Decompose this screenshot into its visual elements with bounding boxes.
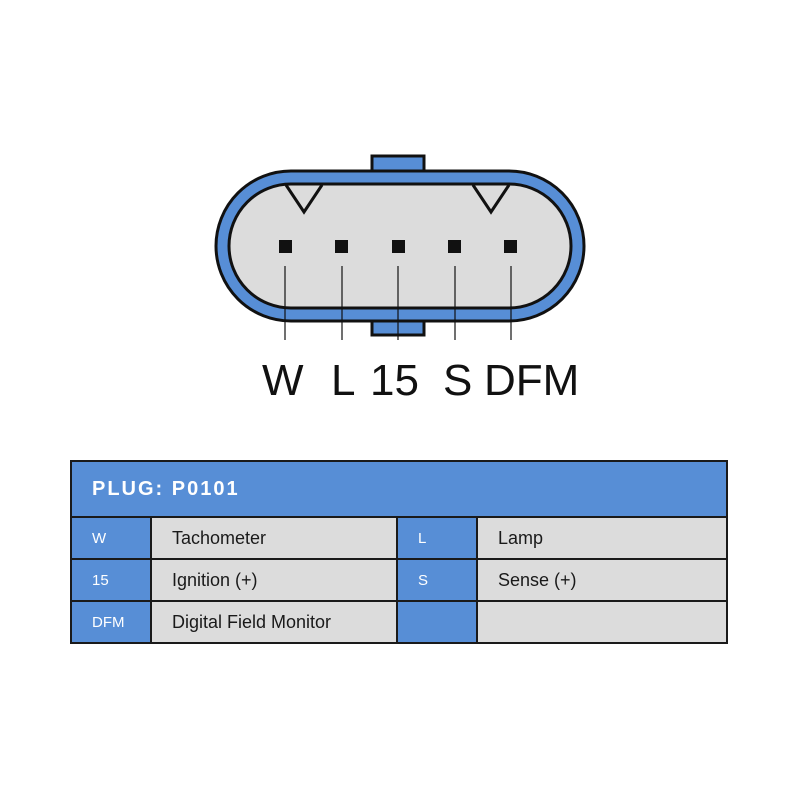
pin-dfm [504, 240, 517, 253]
connector-diagram [214, 154, 586, 340]
pin-description: Ignition (+) [152, 560, 398, 600]
pin-description: Tachometer [152, 518, 398, 558]
table-row: 15 Ignition (+) S Sense (+) [72, 560, 726, 602]
pin-code: S [398, 560, 478, 600]
pin-l [335, 240, 348, 253]
pin-label-s: S [443, 356, 473, 405]
pin-code: 15 [72, 560, 152, 600]
pin-code: L [398, 518, 478, 558]
pin-label-15: 15 [370, 356, 419, 405]
pin-s [448, 240, 461, 253]
plug-title: PLUG: P0101 [72, 462, 726, 518]
pin-description-empty [478, 602, 726, 642]
pin-15 [392, 240, 405, 253]
pin-code-empty [398, 602, 478, 642]
pin-description: Digital Field Monitor [152, 602, 398, 642]
table-row: DFM Digital Field Monitor [72, 602, 726, 642]
pin-code: W [72, 518, 152, 558]
pin-w [279, 240, 292, 253]
pin-label-w: W [262, 356, 304, 405]
pin-label-l: L [331, 356, 356, 405]
pinout-table: PLUG: P0101 W Tachometer L Lamp 15 Ignit… [70, 460, 728, 644]
pin-code: DFM [72, 602, 152, 642]
table-row: W Tachometer L Lamp [72, 518, 726, 560]
pin-description: Lamp [478, 518, 726, 558]
pin-description: Sense (+) [478, 560, 726, 600]
key-triangle-left [284, 184, 324, 215]
key-triangle-right [471, 184, 511, 215]
pin-label-dfm: DFM [484, 356, 580, 405]
